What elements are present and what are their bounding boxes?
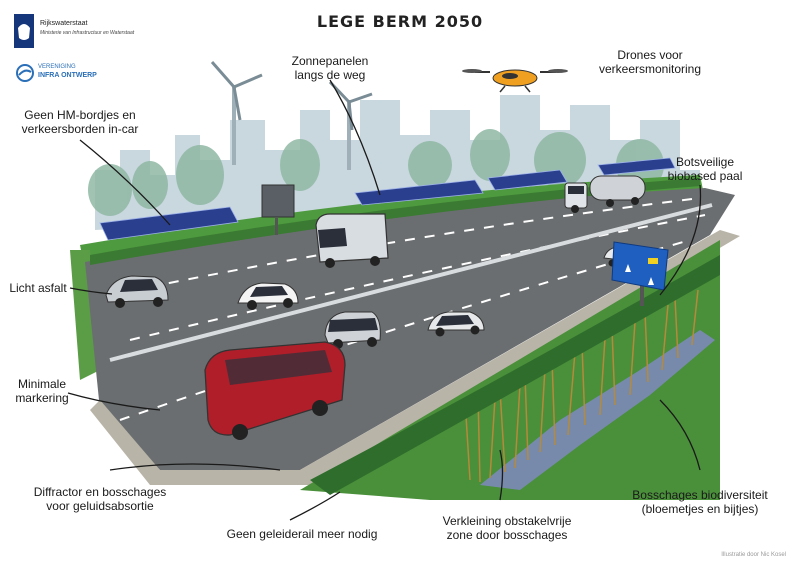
water-ditch [480,330,715,490]
tanker-truck [564,175,646,213]
label-licht-asfalt: Licht asfalt [9,281,67,295]
front-hedge [310,255,720,495]
road-sign [611,241,669,306]
reeds [464,289,699,483]
rijkswaterstaat-sub: Ministerie van Infrastructuur en Waterst… [40,30,135,36]
drone [462,69,568,93]
crest-icon [14,14,34,48]
van-grey [324,311,381,349]
rijkswaterstaat-logo: Rijkswaterstaat Ministerie van Infrastru… [14,14,174,54]
vereniging-logo: VERENIGING INFRA ONTWERP [14,60,154,88]
vio-swirl-icon [16,64,34,82]
label-bosschages: Bosschages biodiversiteit(bloemetjes en … [632,488,768,516]
rijkswaterstaat-name: Rijkswaterstaat [40,20,88,27]
illustration-credit: Illustratie door Nic Kosel [721,552,786,558]
car-left [105,275,169,308]
page-title: LEGE BERM 2050 [316,12,484,31]
leader-lines [67,79,702,521]
car-small-right [427,311,485,337]
truck-autonomous [315,213,389,268]
vereniging-line1: VERENIGING [38,64,76,70]
median-barrier [109,203,713,362]
hedge-top [90,178,700,265]
car-white [237,282,299,310]
red-bus [204,341,346,440]
label-geleiderail: Geen geleiderail meer nodig [226,527,378,541]
wind-turbine-left [210,61,263,165]
vereniging-line2: INFRA ONTWERP [38,72,97,79]
billboard [261,184,295,235]
lane-markings [109,197,706,421]
